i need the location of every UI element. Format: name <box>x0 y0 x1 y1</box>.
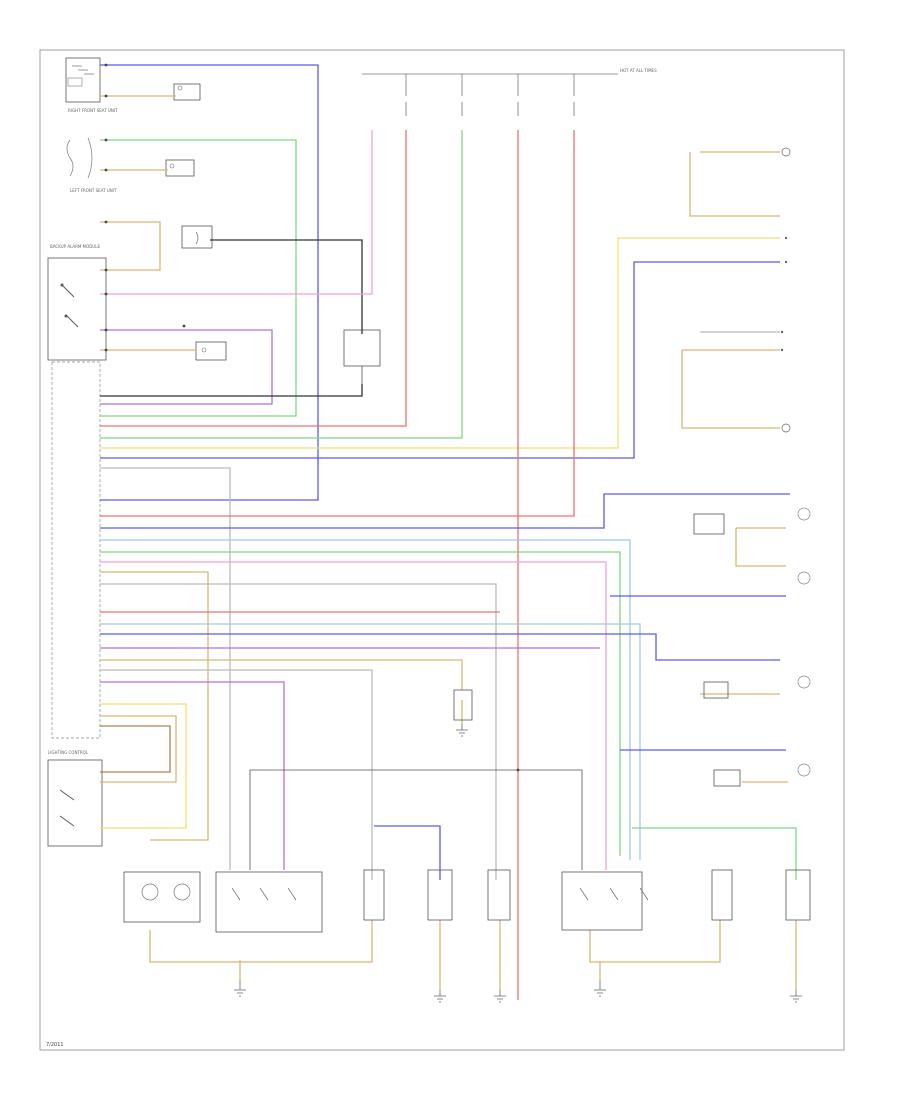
center-ground <box>453 689 473 721</box>
mirror-switch-unit <box>181 225 213 249</box>
label-module: BACKUP ALARM MODULE <box>50 244 100 249</box>
relay-2 <box>165 159 195 177</box>
right-front-seat-switch <box>65 57 101 103</box>
lower-bus <box>249 769 583 870</box>
right-side-components <box>693 147 811 787</box>
relay-top <box>173 83 201 101</box>
wire-harness <box>100 64 797 1000</box>
relay-mid <box>195 341 227 361</box>
junction-connector <box>343 329 381 384</box>
connector-column <box>51 361 101 739</box>
label-hot-at-all-times: HOT AT ALL TIMES <box>620 68 657 73</box>
lighting-control-unit <box>47 759 103 847</box>
backup-alarm-module <box>47 257 107 361</box>
ground-symbols <box>234 724 802 1003</box>
fuses <box>405 74 575 116</box>
footer-code: 7/2011 <box>46 1042 64 1048</box>
label-right-front-seat: RIGHT FRONT SEAT UNIT <box>68 108 118 113</box>
junction-dots <box>104 63 520 772</box>
diagram-frame <box>39 49 845 1051</box>
left-front-seat-switch <box>66 137 93 179</box>
bottom-units <box>123 869 811 933</box>
label-left-front-seat: LEFT FRONT SEAT UNIT <box>70 188 117 193</box>
label-lighting-control: LIGHTING CONTROL <box>48 750 89 755</box>
